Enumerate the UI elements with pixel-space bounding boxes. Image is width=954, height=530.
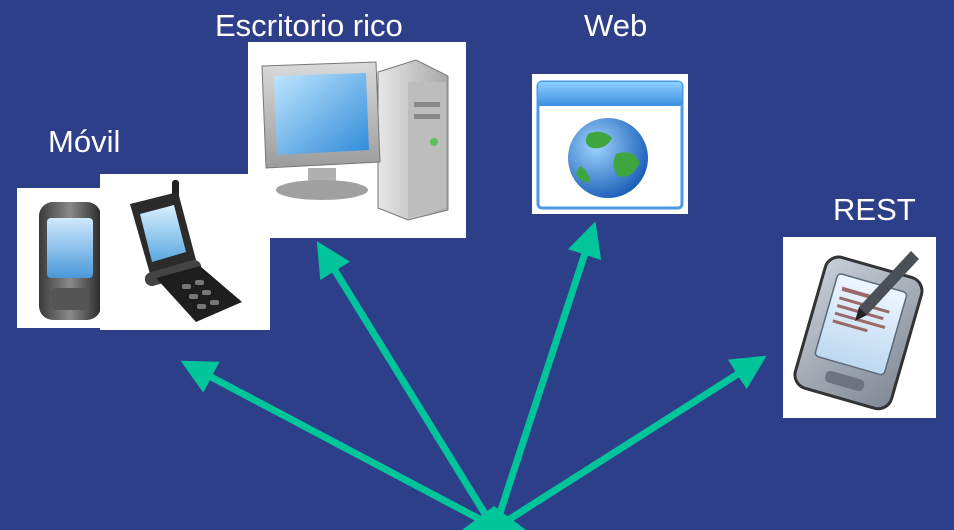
desktop-computer-icon	[248, 42, 466, 238]
arrow-to-web	[493, 221, 602, 524]
tablet-stylus-icon	[783, 237, 936, 418]
arrow-to-mobile	[180, 360, 487, 526]
smartphone-icon	[17, 188, 107, 328]
flip-phone-icon	[100, 174, 270, 330]
label-web: Web	[584, 8, 648, 43]
arrow-to-desktop	[316, 241, 493, 524]
web-browser-globe-icon	[532, 74, 688, 214]
arrow-to-rest	[503, 355, 767, 525]
label-mobile: Móvil	[48, 124, 121, 159]
arrows-origin	[462, 506, 526, 530]
label-desktop: Escritorio rico	[215, 8, 403, 43]
label-rest: REST	[833, 192, 916, 227]
